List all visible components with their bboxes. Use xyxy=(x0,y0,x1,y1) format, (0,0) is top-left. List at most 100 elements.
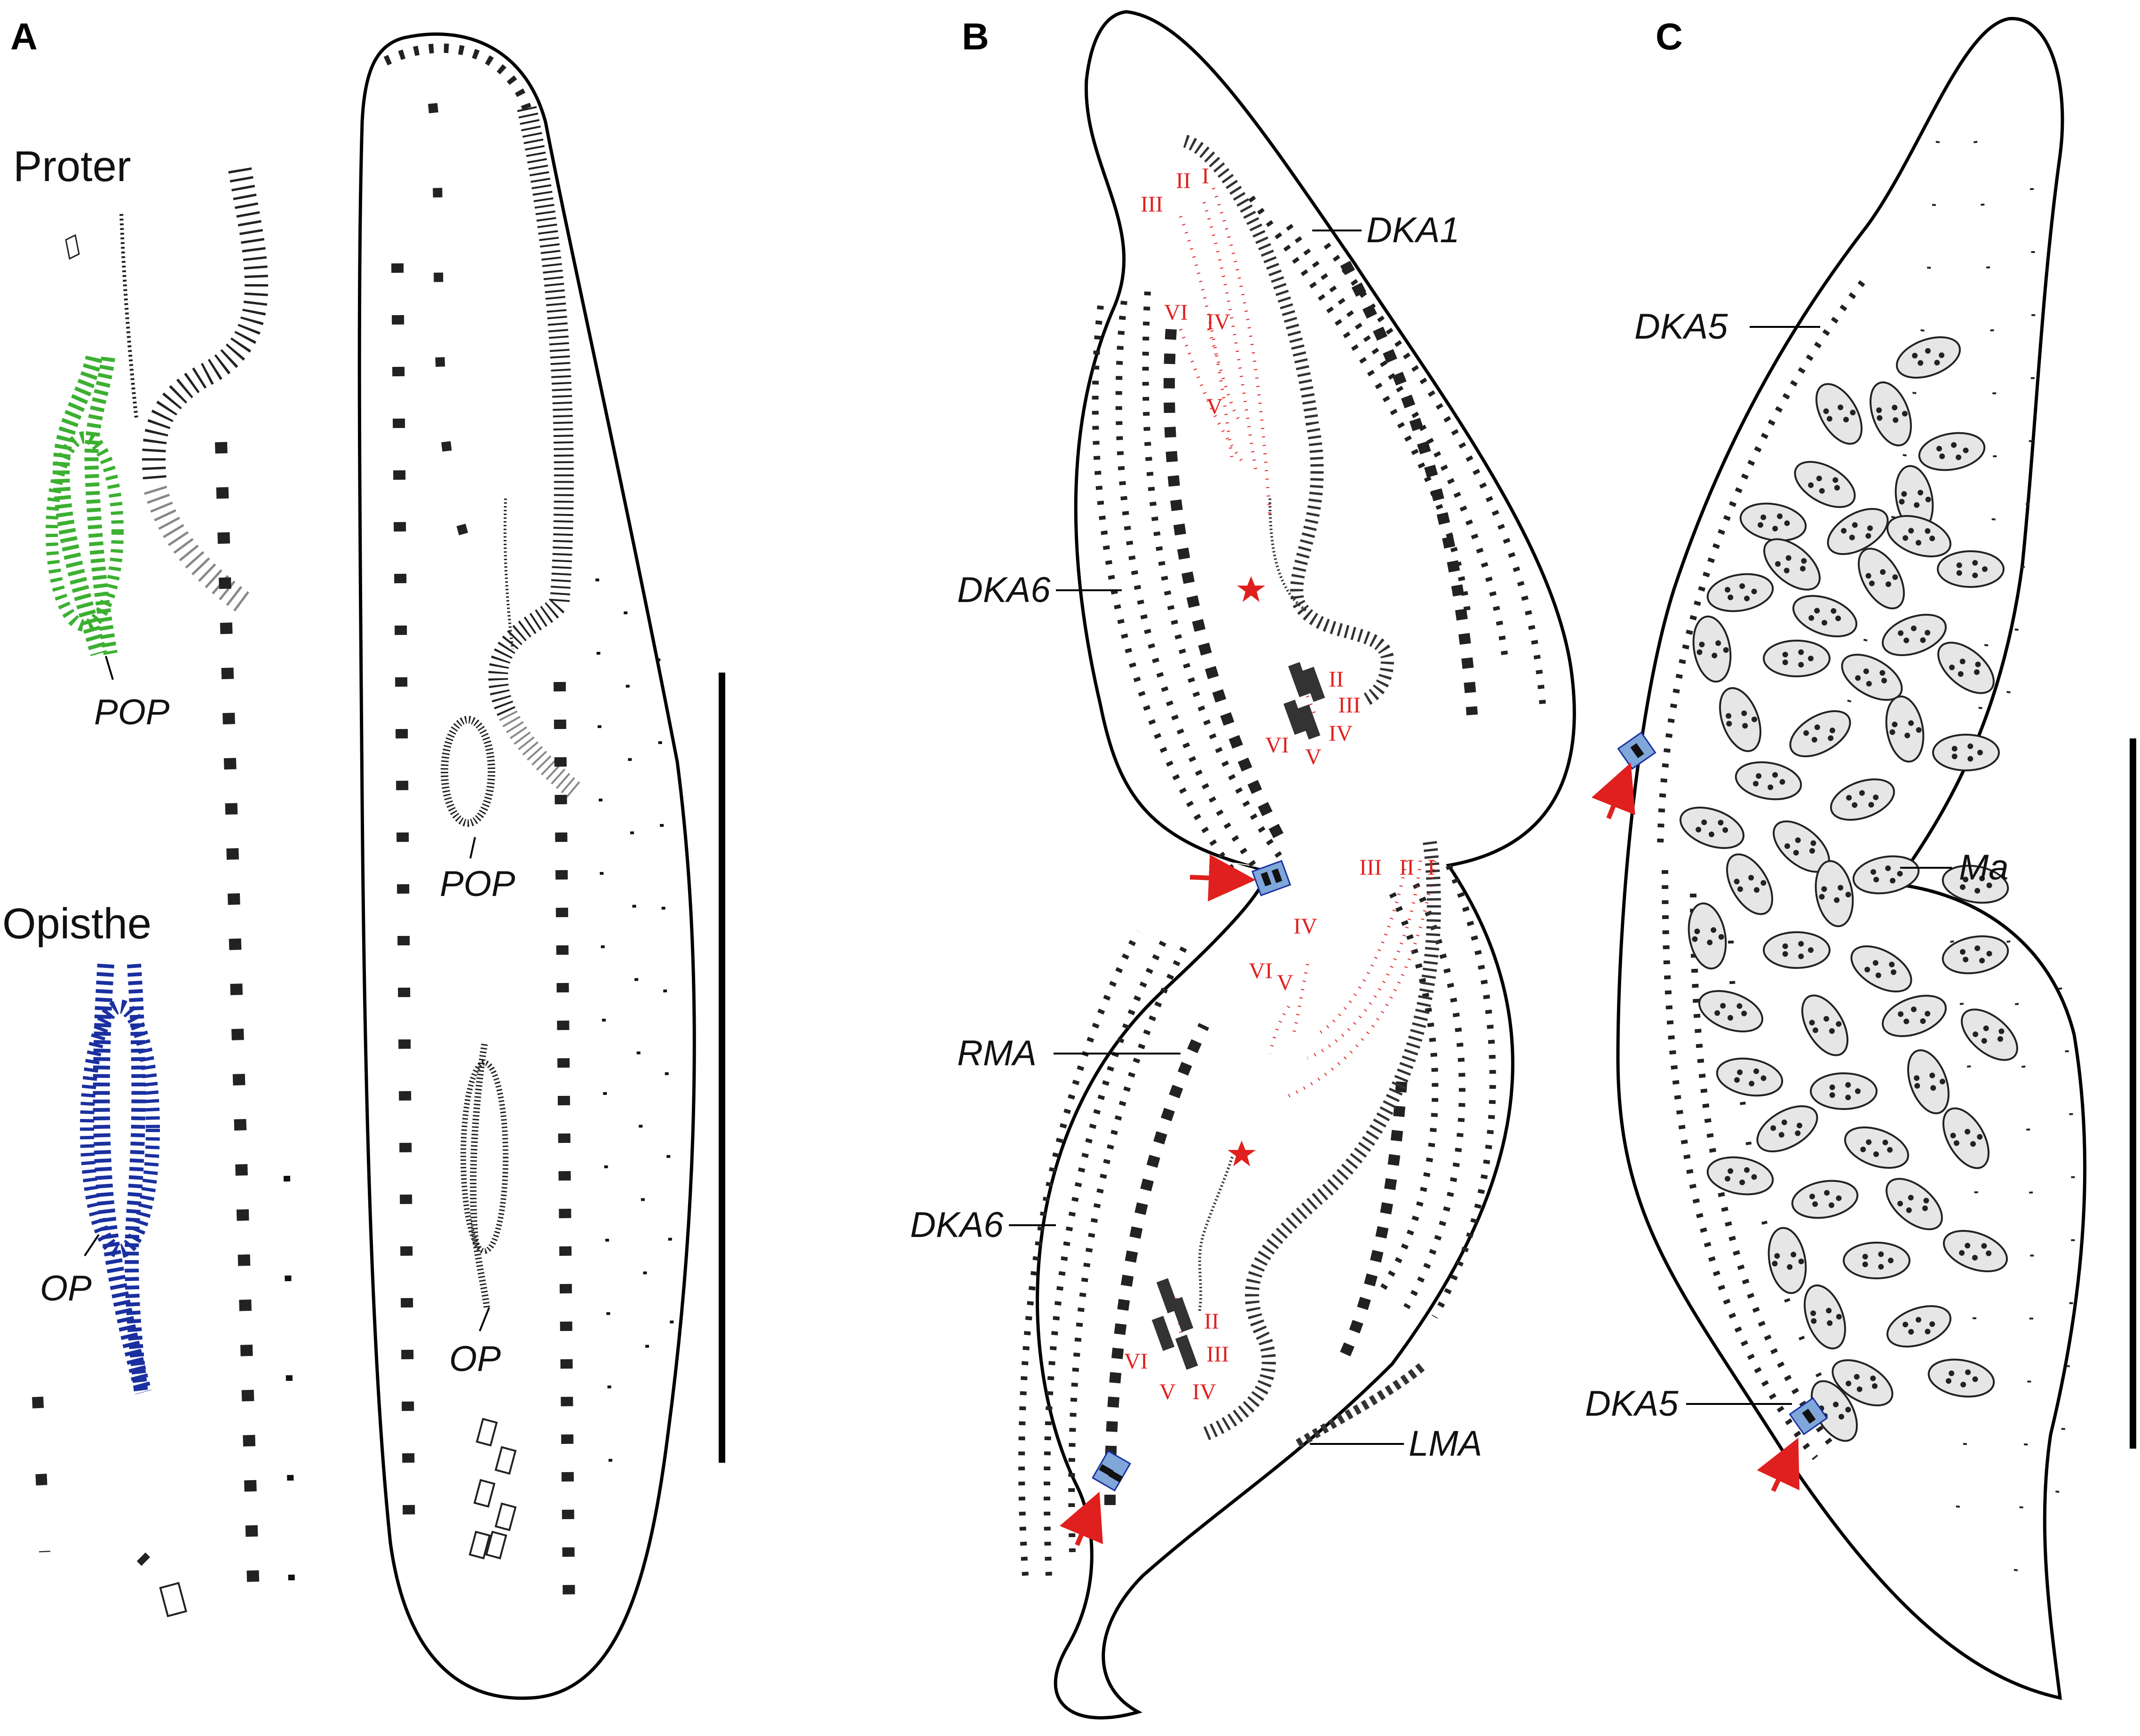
op-leader-line-a xyxy=(84,1234,100,1257)
nodule-spot xyxy=(1882,1139,1888,1145)
macronuclear-nodule xyxy=(1857,547,1905,610)
macronuclear-nodule xyxy=(1792,595,1858,637)
macronuclear-nodule xyxy=(1918,432,1986,471)
nodule-spot xyxy=(1867,525,1873,531)
nodule-spot xyxy=(1979,958,1985,964)
nodule-spot xyxy=(1734,879,1740,885)
panel-c: C DKA5 Ma xyxy=(1585,16,2136,1700)
nodule-spot xyxy=(1973,1031,1979,1038)
red-arrow xyxy=(1189,854,1256,902)
panel-b: B xyxy=(910,10,1576,1720)
nodule-spot xyxy=(1824,1190,1830,1196)
nodule-spot xyxy=(1854,1374,1860,1380)
nodule-spot xyxy=(1799,565,1806,571)
macronuclear-nodule xyxy=(1895,336,1961,379)
nodule-spot xyxy=(1953,1140,1959,1146)
nodule-spot xyxy=(1831,608,1837,614)
nodule-spot xyxy=(1829,1092,1835,1098)
nodule-spot xyxy=(1809,1193,1815,1199)
nodule-spot xyxy=(1728,1168,1734,1174)
panel-c-red-arrows xyxy=(1591,762,1799,1492)
nodule-spot xyxy=(1908,720,1914,726)
panel-b-red-arrows xyxy=(1059,854,1256,1546)
nodule-spot xyxy=(1744,1167,1750,1173)
nodule-spot xyxy=(1836,1195,1842,1201)
macronuclear-nodule xyxy=(1716,1057,1783,1097)
nodule-spot xyxy=(1886,581,1891,587)
pop-label-detail: POP xyxy=(94,692,170,732)
macronuclear-nodule xyxy=(1801,994,1849,1056)
nodule-spot xyxy=(1930,1085,1936,1091)
nodule-spot xyxy=(1701,819,1707,825)
nodule-spot xyxy=(1892,721,1898,728)
nodule-spot xyxy=(1781,1119,1787,1126)
nodule-spot xyxy=(1983,1025,1989,1031)
nodule-spot xyxy=(1836,1314,1842,1320)
nodule-spot xyxy=(1836,1021,1842,1027)
nodule-spot xyxy=(1718,819,1724,825)
nodule-spot xyxy=(1876,407,1882,413)
nodule-spot xyxy=(1892,574,1898,580)
nodule-spot xyxy=(1722,827,1728,833)
macronuclear-nodule xyxy=(1886,1178,1943,1230)
nodule-spot xyxy=(1783,567,1790,573)
nodule-spot xyxy=(1903,1018,1910,1024)
nodule-spot xyxy=(1972,1376,1978,1382)
nodule-spot xyxy=(1852,802,1858,808)
nodule-spot xyxy=(1843,417,1849,423)
op-label-detail: OP xyxy=(40,1268,92,1308)
macronuclear-nodule xyxy=(1881,614,1947,656)
macronuclear-nodule xyxy=(1937,642,1995,694)
nodule-spot xyxy=(1916,727,1922,733)
nodule-spot xyxy=(1845,1094,1851,1101)
macronuclear-nodules xyxy=(1679,336,2018,1442)
red-arrow xyxy=(1591,762,1635,819)
macronuclear-nodule xyxy=(1937,550,2005,588)
macronuclear-nodule xyxy=(1719,687,1761,753)
nodule-spot xyxy=(1972,572,1978,579)
nodule-spot xyxy=(1741,1010,1747,1016)
nodule-spot xyxy=(1809,1020,1815,1026)
nodule-spot xyxy=(1811,737,1817,743)
roman-numeral: I xyxy=(1427,855,1435,880)
star-icon xyxy=(1237,576,1265,602)
lma-label: LMA xyxy=(1409,1424,1482,1464)
nodule-spot xyxy=(1808,947,1814,953)
nodule-spot xyxy=(1974,888,1981,894)
nodule-spot xyxy=(1998,1028,2005,1034)
op-label-cell: OP xyxy=(449,1339,501,1379)
nodule-spot xyxy=(1974,945,1981,951)
panel-b-labels: DKA1 DKA6 RMA DKA6 LMA xyxy=(910,210,1482,1464)
macronuclear-nodule xyxy=(1767,1227,1807,1294)
nodule-spot xyxy=(1782,951,1788,957)
proter-paroral-detail xyxy=(65,167,269,612)
nodule-spot xyxy=(1880,569,1886,575)
macronuclear-nodule xyxy=(1942,864,2009,904)
nodule-spot xyxy=(1833,1402,1839,1408)
macronuclear-nodule xyxy=(1841,653,1903,701)
nodule-spot xyxy=(1829,1028,1835,1034)
opisthe-label: Opisthe xyxy=(2,900,151,948)
nodule-spot xyxy=(1810,840,1816,846)
nodule-spot xyxy=(1741,710,1747,716)
nodule-spot xyxy=(1726,721,1732,727)
nodule-spot xyxy=(1808,482,1814,488)
nodule-spot xyxy=(1801,558,1807,564)
nodule-spot xyxy=(1958,671,1964,677)
nodule-spot xyxy=(1708,831,1714,837)
roman-numeral: II xyxy=(1176,168,1191,193)
nodule-spot xyxy=(1879,670,1886,676)
nodule-spot xyxy=(1902,411,1908,417)
nodule-spot xyxy=(1965,1369,1971,1375)
nodule-spot xyxy=(1982,566,1988,572)
nodule-spot xyxy=(1816,476,1822,482)
nodule-spot xyxy=(1796,1123,1802,1128)
nodule-spot xyxy=(1925,1011,1931,1017)
roman-numeral: III xyxy=(1359,855,1382,880)
nodule-spot xyxy=(1869,580,1875,587)
nodule-spot xyxy=(1997,1036,2003,1042)
nodule-spot xyxy=(1975,661,1981,667)
macronuclear-nodule xyxy=(1831,1359,1894,1407)
macronuclear-nodule xyxy=(1692,615,1732,683)
